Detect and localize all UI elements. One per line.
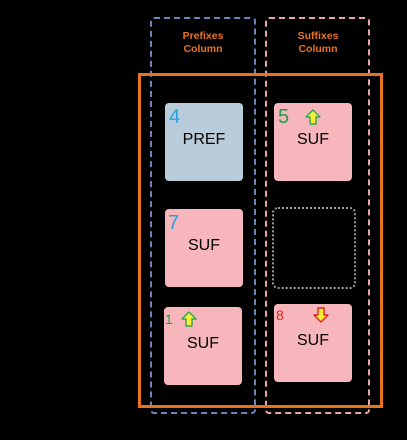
tile-number: 4 (169, 106, 181, 128)
down-arrow-icon (313, 307, 329, 323)
suffixes-header-line1: Suffixes (297, 30, 339, 42)
prefixes-header-line2: Column (183, 43, 223, 55)
prefixes-column-header: Prefixes Column (155, 30, 251, 56)
tile-suffix-1[interactable]: 1 SUF (164, 307, 242, 385)
suffixes-column-guide (265, 17, 370, 414)
suffixes-header-line2: Column (298, 43, 338, 55)
tile-prefix-4[interactable]: 4 PREF (165, 103, 243, 181)
empty-tile-slot[interactable] (272, 207, 356, 289)
tile-suffix-7[interactable]: 7 SUF (165, 209, 243, 287)
tile-number: 1 (165, 311, 173, 327)
tile-label: SUF (297, 131, 329, 148)
tile-label: SUF (297, 332, 329, 349)
tile-label: SUF (187, 335, 219, 352)
suffixes-column-header: Suffixes Column (270, 30, 366, 56)
tile-number: 8 (276, 307, 284, 323)
tile-label: SUF (188, 237, 220, 254)
tile-suffix-8[interactable]: 8 SUF (274, 304, 352, 382)
tile-grid-frame (138, 73, 383, 408)
tile-suffix-5[interactable]: 5 SUF (274, 103, 352, 181)
tile-number: 5 (278, 106, 290, 128)
up-arrow-icon (305, 109, 321, 125)
up-arrow-icon (181, 311, 197, 327)
prefixes-header-line1: Prefixes (182, 30, 224, 42)
tile-label: PREF (182, 131, 226, 148)
prefixes-column-guide (150, 17, 256, 414)
tile-number: 7 (168, 212, 180, 234)
